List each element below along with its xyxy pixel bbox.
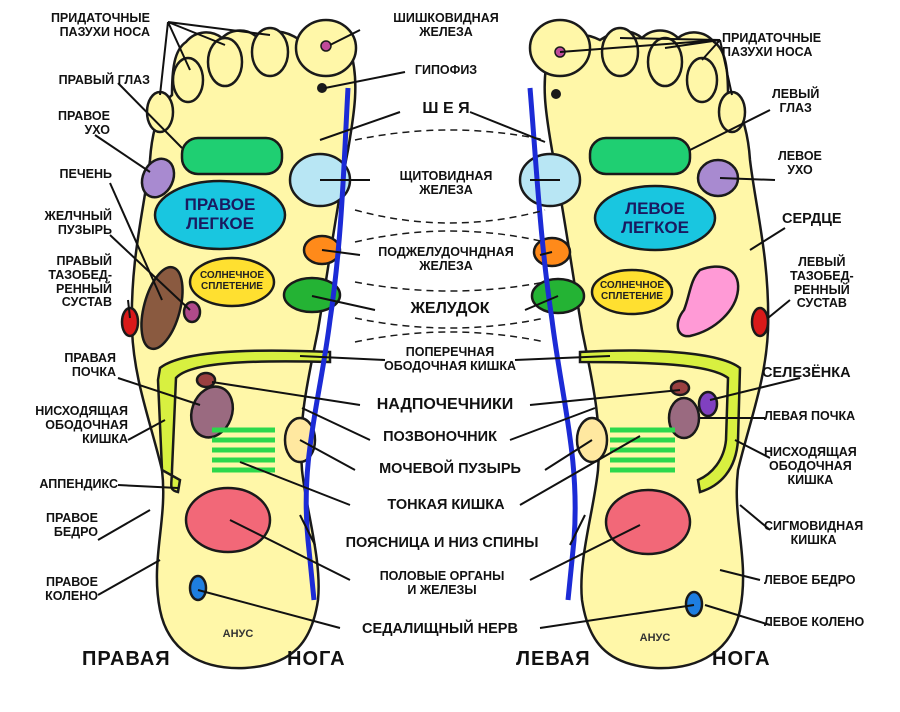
right-toe-2 [250, 26, 290, 78]
right-plexus-zone [188, 256, 276, 308]
label-thigh-left: ЛЕВОЕ БЕДРО [764, 573, 856, 587]
right-sciatic-zone [188, 574, 208, 602]
right-adrenal-zone [195, 371, 217, 389]
left-plexus-zone [590, 268, 674, 316]
right-liver-zone [140, 265, 184, 351]
label-pineal: ШИШКОВИДНАЯ ЖЕЛЕЗА [393, 11, 499, 39]
left-sinus-green [588, 136, 692, 176]
right-toe-4 [171, 56, 205, 104]
label-hip-left: ЛЕВЫЙ ТАЗОБЕД- РЕННЫЙ СУСТАВ [790, 255, 854, 311]
label-desc-colon-right: НИСХОДЯЩАЯ ОБОДОЧНАЯ КИШКА [35, 404, 128, 446]
right-sinus-green [180, 136, 284, 176]
right-toe-3 [206, 36, 244, 88]
right-lung-zone [153, 179, 287, 251]
label-ear-left: ЛЕВОЕ УХО [778, 149, 822, 177]
right-hip-zone [120, 306, 140, 338]
right-ear-zone [140, 157, 176, 199]
label-kidney-left: ЛЕВАЯ ПОЧКА [764, 409, 856, 423]
left-heart-zone [676, 265, 740, 338]
label-plexus-left: СОЛНЕЧНОЕ СПЛЕТЕНИЕ [599, 280, 665, 302]
label-plexus-right: СОЛНЕЧНОЕ СПЛЕТЕНИЕ [199, 270, 265, 292]
label-sinus-left: ПРИДАТОЧНЫЕ ПАЗУХИ НОСА [722, 31, 822, 59]
label-knee-right: ПРАВОЕ КОЛЕНО [45, 575, 98, 603]
label-knee-left: ЛЕВОЕ КОЛЕНО [764, 615, 865, 629]
label-anus-left: АНУС [639, 632, 671, 644]
label-pancreas: ПОДЖЕЛУДОЧНДНАЯ ЖЕЛЕЗА [378, 245, 514, 273]
label-appendix: АППЕНДИКС [39, 477, 118, 491]
title-left-word: ЛЕВАЯ [516, 648, 591, 670]
title-right-word: ПРАВАЯ [82, 648, 171, 670]
left-toe-2 [600, 26, 640, 78]
left-spleen-zone [697, 390, 719, 418]
right-pituitary-dot [317, 83, 327, 93]
label-thyroid: ЩИТОВИДНАЯ ЖЕЛЕЗА [399, 169, 493, 197]
left-adrenal-zone [669, 379, 691, 397]
label-sinus-right: ПРИДАТОЧНЫЕ ПАЗУХИ НОСА [50, 11, 150, 39]
label-bladder: МОЧЕВОЙ ПУЗЫРЬ [379, 461, 521, 477]
label-sigmoid: СИГМОВИДНАЯ КИШКА [764, 519, 864, 547]
label-eye-right: ПРАВЫЙ ГЛАЗ [58, 73, 150, 87]
label-ear-right: ПРАВОЕ УХО [57, 109, 110, 137]
label-eye-left: ЛЕВЫЙ ГЛАЗ [772, 87, 820, 115]
label-spine: ПОЗВОНОЧНИК [383, 429, 497, 445]
left-genitals-zone [604, 488, 692, 556]
label-desc-colon-left: НИСХОДЯЩАЯ ОБОДОЧНАЯ КИШКА [764, 445, 857, 487]
label-thigh-right: ПРАВОЕ БЕДРО [45, 511, 98, 539]
left-toe-5 [717, 90, 747, 134]
label-anus-right: АНУС [222, 628, 254, 640]
label-adrenals: НАДПОЧЕЧНИКИ [376, 396, 514, 413]
right-kidney-zone [189, 385, 235, 439]
label-lung-left: ЛЕВОЕ ЛЕГКОЕ [621, 199, 689, 237]
left-toe-4 [685, 56, 719, 104]
leader-lines [94, 21, 801, 629]
label-gallbladder: ЖЕЛЧНЫЙ ПУЗЫРЬ [44, 209, 112, 237]
left-small-intestine [610, 427, 675, 473]
label-genitals: ПОЛОВЫЕ ОРГАНЫ И ЖЕЛЕЗЫ [379, 569, 505, 597]
label-transverse-colon: ПОПЕРЕЧНАЯ ОБОДОЧНАЯ КИШКА [383, 345, 517, 373]
label-lung-right: ПРАВОЕ ЛЕГКОЕ [184, 195, 256, 233]
right-gallbladder-zone [182, 300, 202, 324]
label-heart: СЕРДЦЕ [782, 211, 842, 227]
label-pituitary: ГИПОФИЗ [414, 63, 478, 77]
title-right-leg: НОГА [287, 648, 346, 670]
label-lower-back: ПОЯСНИЦА И НИЗ СПИНЫ [345, 535, 539, 551]
label-stomach: ЖЕЛУДОК [410, 300, 490, 317]
title-left-leg: НОГА [712, 648, 771, 670]
right-pineal-dot [320, 40, 332, 52]
label-liver: ПЕЧЕНЬ [59, 167, 112, 181]
left-hip-zone [750, 306, 770, 338]
label-sciatic: СЕДАЛИЩНЫЙ НЕРВ [362, 621, 518, 637]
left-colon-zone [578, 349, 742, 494]
right-small-intestine [212, 427, 275, 473]
label-hip-right: ПРАВЫЙ ТАЗОБЕД- РЕННЫЙ СУСТАВ [48, 254, 112, 310]
label-spleen: СЕЛЕЗЁНКА [762, 365, 851, 381]
left-kidney-zone [667, 396, 701, 440]
left-lung-zone [593, 184, 717, 252]
left-pituitary-dot [551, 89, 561, 99]
right-foot [120, 18, 358, 670]
label-kidney-right: ПРАВАЯ ПОЧКА [64, 351, 116, 379]
left-sciatic-zone [684, 590, 704, 618]
right-stomach-zone [282, 276, 342, 314]
label-neck: Ш Е Я [422, 100, 470, 117]
center-dashed-bands [354, 129, 546, 343]
right-genitals-zone [184, 486, 272, 554]
label-small-intestine: ТОНКАЯ КИШКА [387, 497, 505, 513]
